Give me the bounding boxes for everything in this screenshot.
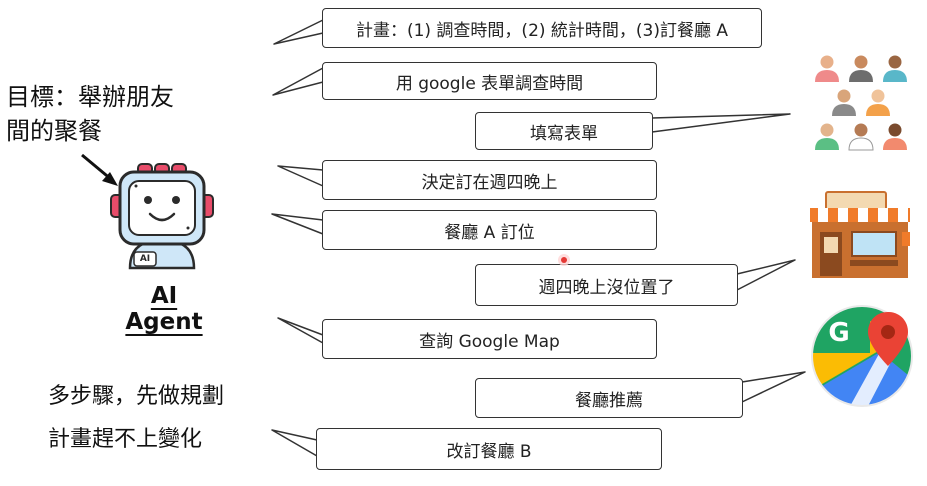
- step-bubble-google-map: 查詢 Google Map: [322, 319, 657, 359]
- step-bubble-book-restaurant-a: 餐廳 A 訂位: [322, 210, 657, 250]
- step-text: 計畫：(1) 調查時間，(2) 統計時間，(3)訂餐廳 A: [355, 20, 729, 41]
- step-text: 用 google 表單調查時間: [395, 73, 584, 94]
- step-bubble-decide-thursday: 決定訂在週四晚上: [322, 160, 657, 200]
- step-bubble-book-restaurant-b: 改訂餐廳 B: [316, 428, 662, 470]
- google-maps-letter: G: [828, 318, 850, 348]
- step-text: 餐廳 A 訂位: [444, 222, 535, 243]
- goal-text: 目標：舉辦朋友 間的聚餐: [6, 80, 196, 148]
- goal-line-1: 目標：舉辦朋友: [6, 83, 174, 111]
- step-bubble-google-form: 用 google 表單調查時間: [322, 62, 657, 100]
- step-bubble-recommendations: 餐廳推薦: [475, 378, 743, 418]
- step-text: 週四晚上沒位置了: [538, 277, 675, 298]
- step-bubble-fill-form: 填寫表單: [475, 112, 653, 150]
- step-text: 填寫表單: [530, 123, 598, 144]
- agent-label: AI Agent: [125, 283, 203, 335]
- robot-badge: AI: [139, 254, 151, 264]
- note-line-1: 多步驟，先做規劃: [48, 384, 225, 409]
- goal-line-2: 間的聚餐: [6, 117, 102, 145]
- step-text: 餐廳推薦: [575, 390, 643, 411]
- note-line-2: 計畫趕不上變化: [48, 427, 203, 452]
- step-bubble-plan: 計畫：(1) 調查時間，(2) 統計時間，(3)訂餐廳 A: [322, 8, 762, 48]
- step-bubble-no-seats: 週四晚上沒位置了: [475, 264, 738, 306]
- step-text: 改訂餐廳 B: [446, 441, 532, 462]
- step-text: 查詢 Google Map: [419, 331, 560, 352]
- step-text: 決定訂在週四晚上: [421, 172, 558, 193]
